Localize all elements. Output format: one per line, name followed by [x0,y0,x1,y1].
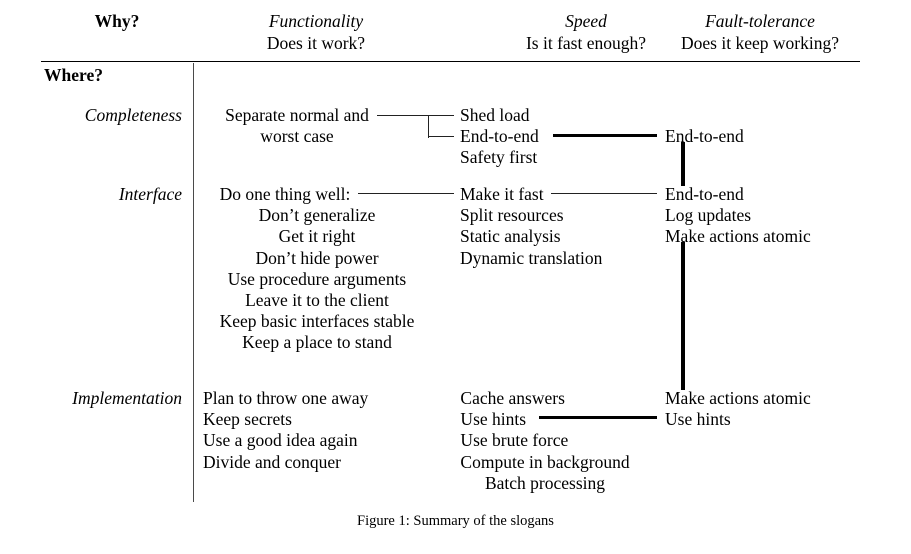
cell-interface-fault-tolerance: End-to-end Log updates Make actions atom… [665,184,811,247]
link-implementation-use-hints [539,416,657,420]
column-category-why: Why? [94,11,140,31]
column-category-functionality: Functionality [268,11,364,31]
table-column-divider [193,63,194,502]
cell-implementation-speed: Cache answers Use hints Use brute force … [460,388,630,493]
link-vertical-end-to-end-completeness-interface [681,142,685,186]
figure-caption: Figure 1: Summary of the slogans [357,513,554,529]
row-label-interface: Interface [118,184,182,204]
cell-completeness-speed: Shed load End-to-end Safety first [460,105,539,168]
row-label-implementation: Implementation [72,388,182,408]
link-vertical-make-actions-atomic-interface-implementation [681,242,685,390]
cell-completeness-functionality: Separate normal and worst case [225,105,369,147]
leader-completeness-top-horizontal [377,115,429,117]
column-heading-why: Why? [95,10,140,32]
column-question-speed: Is it fast enough? [525,33,647,53]
cell-completeness-fault-tolerance: End-to-end [665,126,744,146]
column-category-speed: Speed [565,11,607,31]
leader-completeness-to-shed-load [428,115,454,117]
column-category-fault-tolerance: Fault-tolerance [705,11,815,31]
column-heading-functionality: Functionality Does it work? [267,10,365,54]
column-question-functionality: Does it work? [266,33,366,53]
cell-interface-speed: Make it fast Split resources Static anal… [460,184,603,268]
leader-interface-do-one-thing-well-to-make-it-fast [358,193,454,195]
column-question-fault-tolerance: Does it keep working? [681,33,839,53]
leader-interface-make-it-fast-to-end-to-end [551,193,657,195]
row-label-where: Where? [44,65,103,85]
cell-implementation-functionality: Plan to throw one away Keep secrets Use … [203,388,369,472]
table-top-rule [41,61,860,62]
cell-interface-functionality: Do one thing well: Don’t generalize Get … [219,184,415,353]
link-completeness-end-to-end [553,134,657,138]
cell-implementation-fault-tolerance: Make actions atomic Use hints [665,388,811,430]
row-label-completeness: Completeness [84,105,182,125]
column-heading-speed: Speed Is it fast enough? [526,10,646,54]
leader-completeness-to-end-to-end [428,136,454,138]
leader-completeness-bracket-vertical [428,115,430,138]
column-heading-fault-tolerance: Fault-tolerance Does it keep working? [681,10,839,54]
